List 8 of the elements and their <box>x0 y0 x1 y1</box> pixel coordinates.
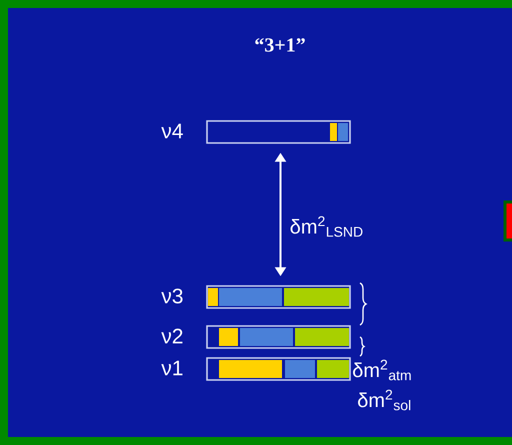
edge-label: δm$^{2}$LSND <box>290 216 362 237</box>
bar-label: ν2 <box>161 328 182 344</box>
bar-label: ν3 <box>161 288 183 304</box>
label: δm$^{2}$atm <box>353 360 411 380</box>
label: δm$^{2}$sol <box>358 390 410 410</box>
bar-label: ν4 <box>161 124 183 138</box>
bar-label: ν1 <box>161 360 182 376</box>
title: “3+1” <box>255 38 305 52</box>
